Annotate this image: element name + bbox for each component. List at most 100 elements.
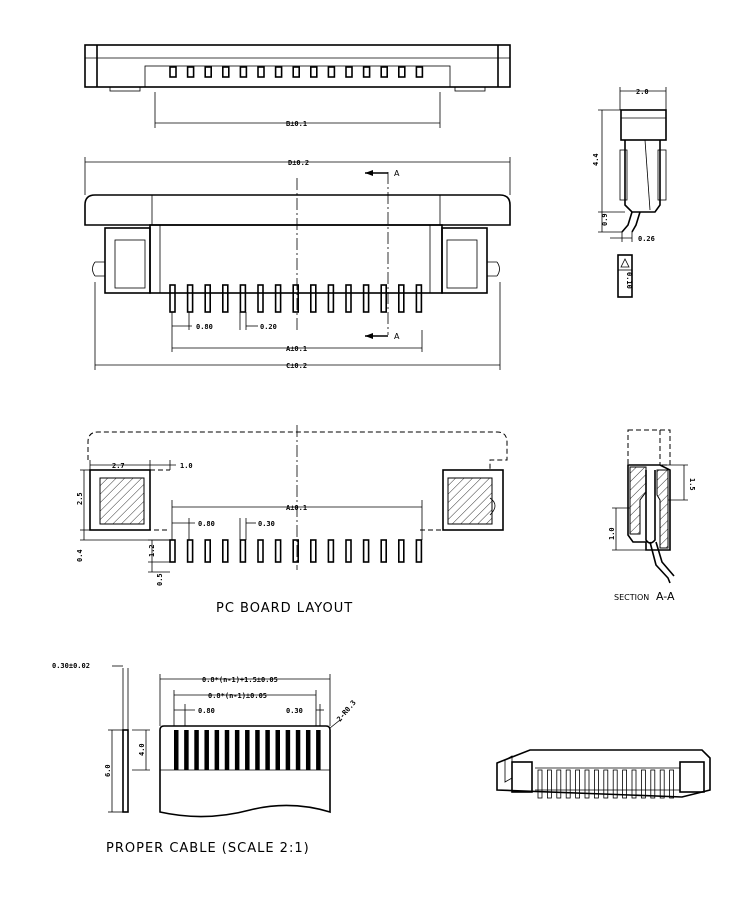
cable-conductor [234, 730, 240, 770]
section-mark-top: A [394, 169, 400, 178]
front-view-contact [415, 284, 423, 313]
isometric-contacts [537, 769, 674, 799]
pcb-layout-title: PC BOARD LAYOUT [216, 601, 353, 616]
section-name: A-A [656, 590, 675, 603]
front-view-contact [292, 284, 300, 313]
front-view-contact [274, 284, 282, 313]
top-view-contact [292, 66, 301, 78]
isometric-contact [565, 769, 571, 799]
dim-c-label: C±0.2 [286, 362, 307, 370]
top-view-contact [327, 66, 336, 78]
front-view-contact [186, 284, 194, 313]
cable-conductor [245, 730, 250, 770]
front-view-contact [222, 284, 229, 313]
cable-conductor [295, 730, 301, 770]
pcb-pin-pad [274, 539, 282, 563]
front-view-contact [397, 284, 405, 313]
isometric-contact [622, 769, 627, 799]
pcb-pin-pad-width-label: 0.30 [258, 520, 275, 528]
cable-stripped-length-label: 4.0 [138, 743, 146, 756]
top-view-contact [257, 66, 265, 78]
cable-conductor [265, 730, 270, 770]
front-view-contacts [169, 284, 423, 313]
front-view-contact [345, 284, 352, 313]
side-pin-thickness-label: 0.26 [638, 235, 655, 243]
front-view: D±0.2 A A 0.80 0.20 [84, 157, 511, 370]
cable-conductor-span-label: 0.8*(n-1)±0.05 [208, 692, 267, 700]
front-view-contact [309, 284, 317, 313]
top-view-contact [222, 66, 230, 78]
cable-conductor [214, 730, 220, 770]
front-view-contact [362, 284, 370, 313]
pcb-pin-pads [169, 539, 423, 563]
top-view-contact [345, 66, 353, 78]
isometric-contact [659, 769, 665, 799]
cable-conductor [305, 730, 311, 770]
isometric-contact [641, 769, 646, 799]
isometric-contact [650, 769, 656, 799]
cable-conductor [255, 730, 260, 770]
pcb-pin-pad [204, 539, 211, 563]
section-a-a: 1.5 1.0 SECTION A-A [608, 429, 696, 603]
isometric-contact [547, 769, 552, 799]
section-dim-top-label: 1.5 [688, 478, 696, 491]
cable-conductor [316, 730, 321, 770]
cable-conductor [194, 730, 199, 770]
flatness-label: 0.10 [625, 272, 633, 289]
pcb-pin-pad [397, 539, 405, 563]
cable-pitch-label: 0.80 [198, 707, 215, 715]
top-view-contact [169, 66, 177, 78]
pin-pad-length-label: 1.2 [148, 544, 156, 557]
isometric-view [496, 749, 711, 799]
isometric-contact [575, 769, 580, 799]
cable-corner-label: 2-R0.3 [335, 699, 357, 724]
side-width-label: 2.0 [636, 88, 649, 96]
pcb-pin-pad [327, 539, 335, 563]
section-prefix: SECTION [614, 593, 649, 602]
cable-conductor [184, 730, 189, 770]
isometric-contact [556, 769, 562, 799]
isometric-contact [669, 769, 674, 799]
pcb-pin-pad [309, 539, 317, 563]
dim-d-label: D±0.2 [288, 159, 309, 167]
top-view-contact [239, 66, 248, 78]
cable-conductor [285, 730, 291, 770]
section-dim-mid-label: 1.0 [608, 527, 616, 540]
isometric-contact [612, 769, 618, 799]
pin-width-label: 0.20 [260, 323, 277, 331]
top-view: B±0.1 [84, 44, 511, 128]
pcb-pin-pad [362, 539, 370, 563]
offset-label: 0.4 [76, 549, 84, 562]
top-view-contact [186, 66, 195, 78]
pitch-label: 0.80 [196, 323, 213, 331]
section-mark-bottom: A [394, 332, 400, 341]
cable-conductor [174, 730, 179, 770]
cable-title: PROPER CABLE (SCALE 2:1) [106, 841, 310, 856]
pcb-pin-pad [239, 539, 247, 563]
isometric-contact [584, 769, 590, 799]
isometric-contact [537, 769, 543, 799]
pad-gap-label: 1.0 [180, 462, 193, 470]
pcb-layout: 2.7 1.0 2.5 0.4 A±0.1 0.80 0.30 1.2 0.5 … [76, 425, 508, 616]
pcb-pin-pad [257, 539, 264, 563]
front-view-contact [204, 284, 211, 313]
isometric-contact [631, 769, 637, 799]
cable-overall-width-label: 0.8*(n-1)+1.5±0.05 [202, 676, 278, 684]
cable-thickness-label: 0.30±0.02 [52, 662, 90, 670]
cable-conductors [174, 730, 321, 770]
dim-b-label: B±0.1 [286, 120, 307, 128]
pad-width-label: 2.7 [112, 462, 125, 470]
isometric-contact [594, 769, 599, 799]
isometric-contact [603, 769, 609, 799]
side-height-label: 4.4 [592, 153, 600, 166]
pcb-pin-pad [380, 539, 388, 563]
side-view: 2.0 4.4 0.9 0.26 0.10 [592, 87, 667, 298]
pcb-pin-pad [415, 539, 423, 563]
edge-label: 0.5 [156, 573, 164, 586]
front-view-contact [169, 284, 176, 313]
cable-conductor [204, 730, 209, 770]
pcb-dim-a-label: A±0.1 [286, 504, 307, 512]
cable-conductor [224, 730, 230, 770]
pad-height-label: 2.5 [76, 492, 84, 505]
front-view-contact [327, 284, 335, 313]
